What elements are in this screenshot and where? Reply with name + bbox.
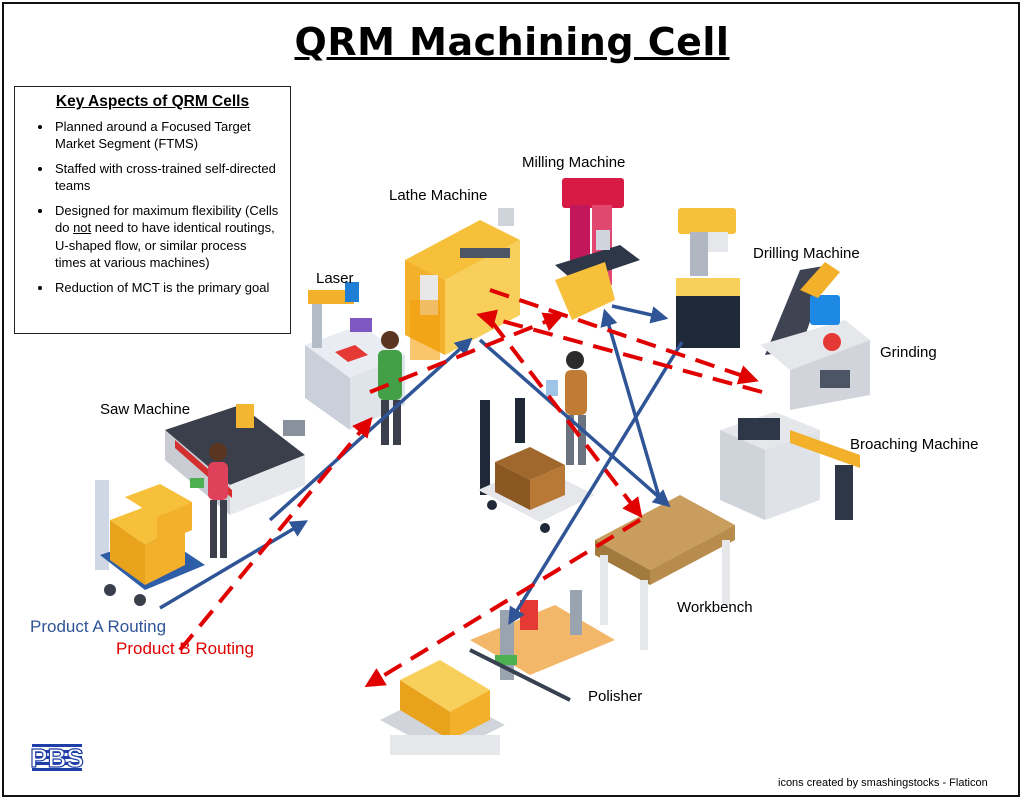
station-label-lathe: Lathe Machine [389, 187, 488, 204]
key-aspect-item: Designed for maximum flexibility (Cells … [53, 202, 280, 272]
key-aspects-list: Planned around a Focused Target Market S… [25, 118, 280, 297]
key-aspects-heading: Key Aspects of QRM Cells [55, 93, 250, 110]
route-a-saw-laser [159, 520, 309, 610]
route-b-lathe-workbench [490, 320, 643, 519]
key-aspect-item: Reduction of MCT is the primary goal [53, 279, 280, 297]
cart-empty-box-icon [478, 398, 595, 533]
key-aspects-box: Key Aspects of QRM Cells Planned around … [14, 86, 291, 334]
key-aspect-item: Staffed with cross-trained self-directed… [53, 160, 280, 195]
product-b-routing [178, 288, 763, 688]
saw-machine-icon [165, 404, 305, 515]
route-b-lathe-grinding [489, 288, 759, 385]
milling-machine-icon [555, 178, 640, 320]
station-label-drilling: Drilling Machine [753, 245, 860, 262]
route-a-workbench-milling [600, 308, 662, 501]
svg-text:PBS: PBS [30, 743, 83, 773]
station-label-milling: Milling Machine [522, 154, 626, 171]
workbench-icon [595, 495, 735, 650]
cart-boxes-icon [95, 480, 205, 606]
pallet-box-icon [380, 660, 505, 755]
station-label-laser: Laser [316, 270, 354, 287]
broaching-machine-icon [720, 412, 860, 520]
legend-product-a: Product A Routing [30, 617, 167, 636]
route-b-workbench-pallet [364, 518, 642, 688]
operator-center-icon [546, 351, 587, 465]
route-b-broaching-lathe [476, 309, 763, 394]
route-a-drilling-polisher [508, 341, 684, 625]
drilling-machine-icon [676, 208, 740, 348]
station-label-grinding: Grinding [880, 344, 937, 361]
key-aspect-text: need to have identical routings, U-shape… [55, 220, 275, 270]
route-b-start-laser [178, 416, 373, 652]
key-aspect-emphasis: not [73, 220, 92, 235]
polisher-icon [469, 590, 615, 702]
icon-credit: icons created by smashingstocks - Flatic… [778, 777, 988, 789]
lathe-machine-icon [405, 208, 520, 360]
station-label-broaching: Broaching Machine [850, 436, 979, 453]
legend-product-b: Product B Routing [116, 639, 254, 658]
grinding-machine-icon [760, 262, 870, 410]
key-aspect-item: Planned around a Focused Target Market S… [53, 118, 280, 153]
operator-saw-icon [190, 443, 228, 558]
station-label-saw: Saw Machine [100, 401, 191, 418]
route-b-laser-milling [369, 312, 564, 394]
station-label-workbench: Workbench [677, 599, 753, 616]
route-a-milling-drilling [611, 304, 669, 324]
station-label-polisher: Polisher [588, 688, 643, 705]
pbs-logo: PBS [30, 740, 84, 774]
page-title: QRM Machining Cell [294, 20, 730, 64]
route-a-lathe-workbench [478, 338, 671, 508]
key-aspect-text: Designed for maximum flexibility (Cells … [55, 202, 279, 236]
